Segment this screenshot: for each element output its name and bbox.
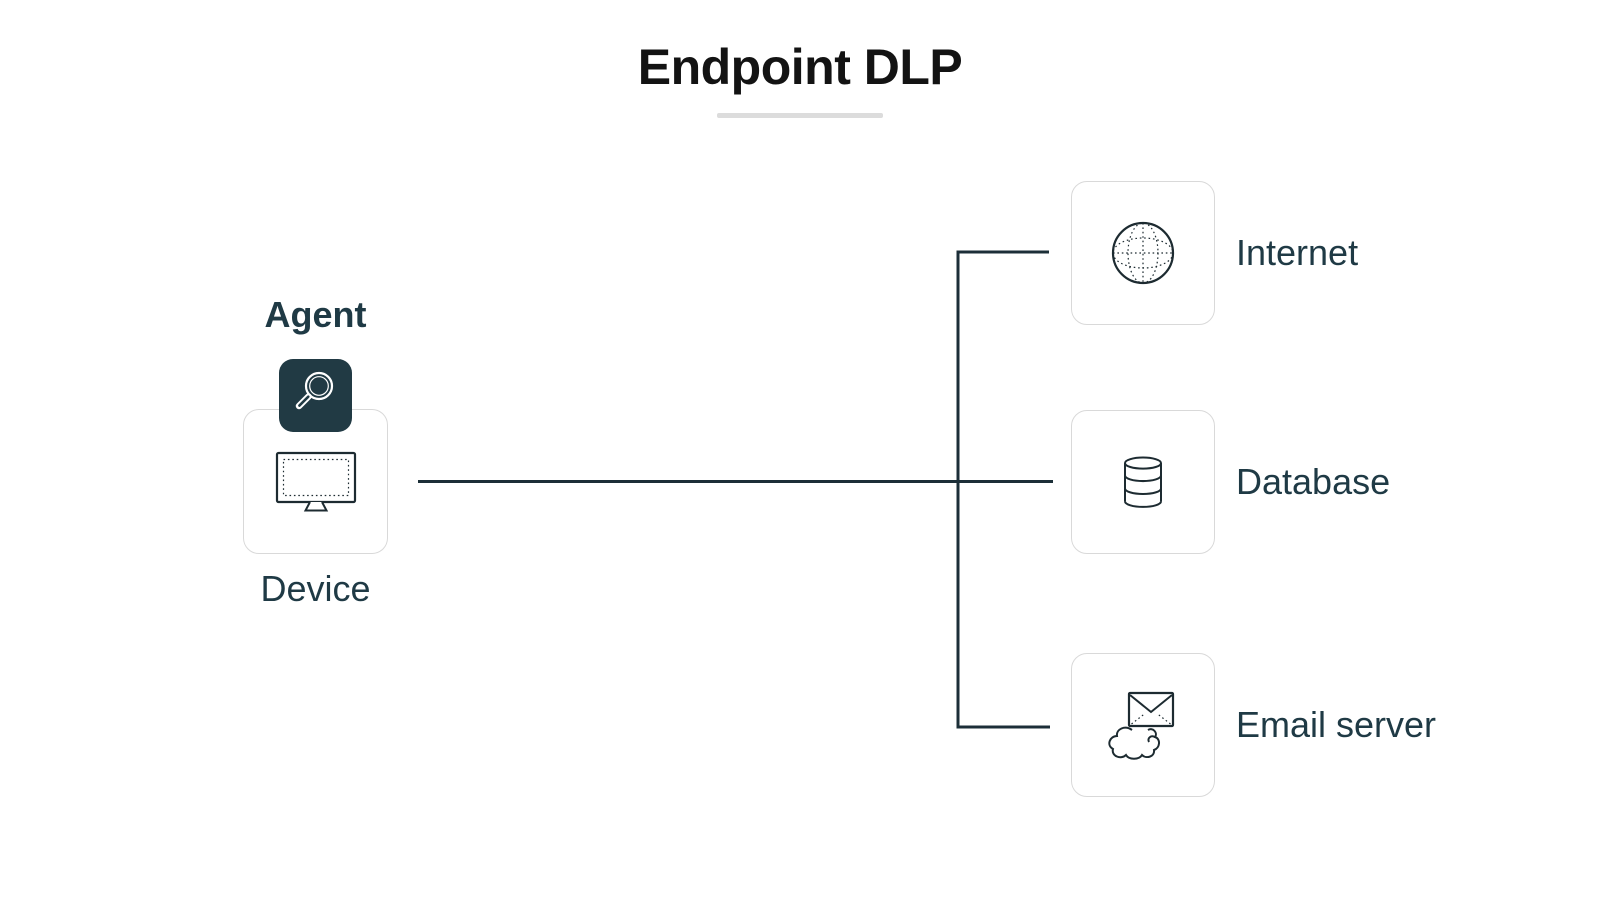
email-server-node — [1071, 653, 1215, 797]
email-cloud-icon — [1108, 691, 1175, 760]
database-node — [1071, 410, 1215, 554]
title-underline — [717, 113, 883, 118]
page-title: Endpoint DLP — [637, 39, 963, 95]
agent-label: Agent — [264, 294, 367, 335]
email-server-label: Email server — [1236, 704, 1437, 745]
magnifier-icon — [295, 371, 334, 410]
internet-label: Internet — [1236, 232, 1359, 273]
globe-icon — [1111, 221, 1175, 285]
internet-node — [1071, 181, 1215, 325]
database-icon — [1123, 456, 1163, 508]
device-label: Device — [260, 568, 371, 609]
device-node — [243, 409, 388, 554]
database-label: Database — [1236, 461, 1391, 502]
trunk-branch-line — [956, 250, 1050, 729]
agent-badge — [279, 359, 352, 432]
monitor-icon — [275, 451, 356, 511]
